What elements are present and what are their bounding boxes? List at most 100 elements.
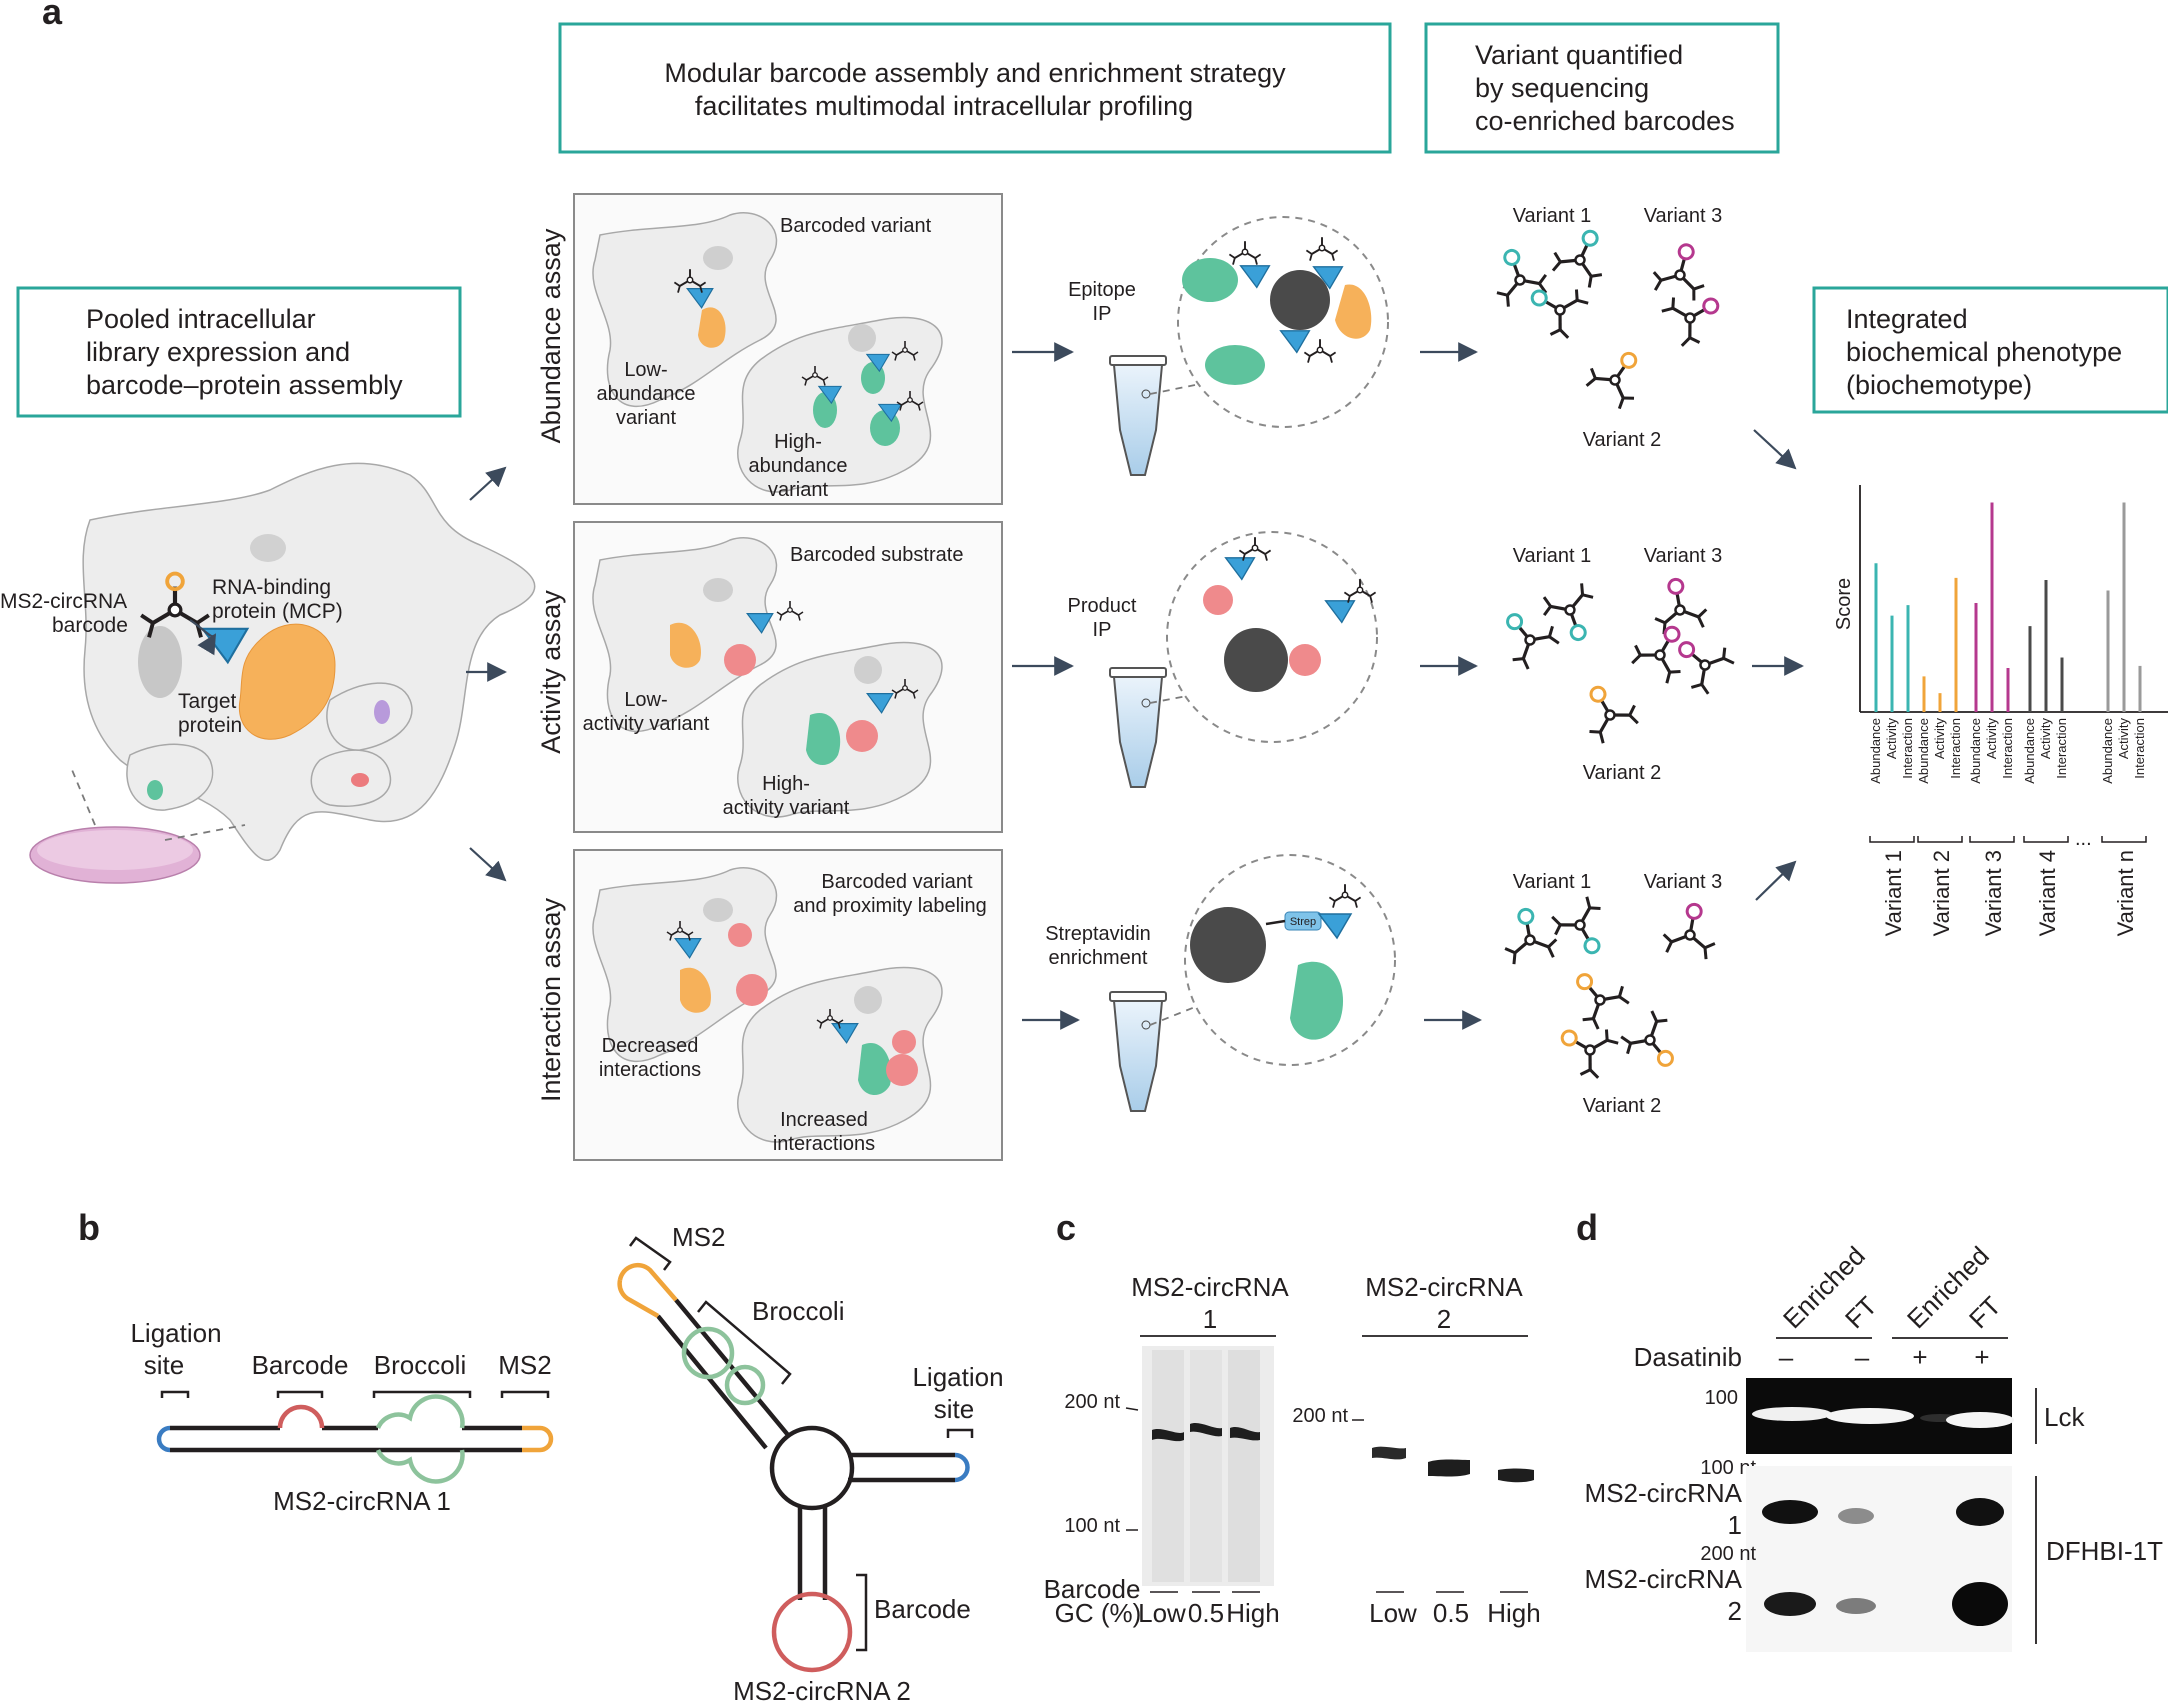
ip-abundance-1: Epitope xyxy=(1068,279,1136,301)
box-modular-line2: facilitates multimodal intracellular pro… xyxy=(695,91,1193,121)
abundance-high-3: variant xyxy=(768,479,828,501)
chart-cat-label: Abundance xyxy=(2022,718,2037,784)
box-modular: Modular barcode assembly and enrichment … xyxy=(558,22,1392,154)
variant3-label-r3: Variant 3 xyxy=(1644,871,1723,893)
c1-lane-05: 0.5 xyxy=(1188,1598,1224,1628)
strep-label: Strep xyxy=(1290,916,1316,928)
b1-ligation-2: site xyxy=(144,1350,184,1380)
variant1-label-r1: Variant 1 xyxy=(1513,205,1592,227)
variant3-label-r2: Variant 3 xyxy=(1644,545,1723,567)
panel-label-a: a xyxy=(42,0,63,32)
abundance-low-3: variant xyxy=(616,407,676,429)
chart-group-bracket xyxy=(2023,836,2069,843)
abundance-caption: Barcoded variant xyxy=(780,215,932,237)
c1-title-2: 1 xyxy=(1203,1304,1217,1334)
chart-cat-label: Activity xyxy=(2116,718,2131,760)
d-row1-2: 1 xyxy=(1728,1510,1742,1540)
box-pooled-line1: Pooled intracellular xyxy=(86,304,316,334)
chart-group-label: Variant n xyxy=(2113,850,2138,936)
zoom-abundance xyxy=(1177,216,1389,428)
activity-caption: Barcoded substrate xyxy=(790,544,963,566)
zoom-activity xyxy=(1166,531,1378,743)
variants-interaction: Variant 1 Variant 3 Variant 2 xyxy=(1499,871,1722,1117)
tube-interaction xyxy=(1109,991,1201,1112)
chart-cat-label: Abundance xyxy=(1916,718,1931,784)
c1-title-1: MS2-circRNA xyxy=(1131,1272,1289,1302)
d-marker-mid2: 200 nt xyxy=(1700,1543,1756,1565)
interaction-panel: Barcoded variant and proximity labeling … xyxy=(573,849,1003,1161)
b2-ms2: MS2 xyxy=(672,1222,725,1252)
abundance-panel: Barcoded variant Low- abundance variant … xyxy=(573,193,1003,505)
activity-high-1: High- xyxy=(762,773,810,795)
abundance-low-2: abundance xyxy=(597,383,696,405)
c2-lane-low: Low xyxy=(1369,1598,1417,1628)
box-quantified-line2: by sequencing xyxy=(1475,73,1649,103)
variant2-label-r1: Variant 2 xyxy=(1583,429,1662,451)
c2-title-1: MS2-circRNA xyxy=(1365,1272,1523,1302)
chart-group-label: Variant 3 xyxy=(1981,850,2006,936)
chart-cat-label: Activity xyxy=(1984,718,1999,760)
zoom-interaction: Strep xyxy=(1184,854,1396,1066)
d-header-ft-2: FT xyxy=(1963,1290,2007,1334)
label-rbp-1: RNA-binding xyxy=(212,576,331,599)
chart-group-bracket xyxy=(2101,836,2147,843)
chart-group-label: Variant 1 xyxy=(1881,850,1906,936)
d-row1-1: MS2-circRNA xyxy=(1585,1478,1743,1508)
d-label-dfhbi: DFHBI-1T xyxy=(2046,1536,2163,1566)
b2-barcode: Barcode xyxy=(874,1594,971,1624)
panel-label-c: c xyxy=(1056,1207,1076,1248)
ip-abundance-2: IP xyxy=(1093,303,1112,325)
chart-cat-label: Activity xyxy=(1884,718,1899,760)
variants-activity: Variant 1 Variant 3 Variant 2 xyxy=(1496,545,1740,784)
tube-abundance xyxy=(1109,355,1196,476)
c2-title-2: 2 xyxy=(1437,1304,1451,1334)
c1-axis-1: Barcode xyxy=(1044,1574,1141,1604)
chart-cat-label: Abundance xyxy=(1868,718,1883,784)
ms2-circrna-1-linear: Ligation site Barcode Broccoli MS2 MS2-c… xyxy=(130,1318,554,1516)
b1-ligation-1: Ligation xyxy=(130,1318,221,1348)
abundance-low-1: Low- xyxy=(624,359,667,381)
chart-ylabel: Score xyxy=(1833,578,1855,630)
activity-low-1: Low- xyxy=(624,689,667,711)
assay-title-activity: Activity assay xyxy=(536,590,566,754)
interaction-caption-2: and proximity labeling xyxy=(793,895,986,917)
box-integrated: Integrated biochemical phenotype (bioche… xyxy=(1812,286,2168,414)
chart-ellipsis: ... xyxy=(2075,828,2092,850)
chart-group-label: Variant 4 xyxy=(2035,850,2060,936)
b2-ligation-1: Ligation xyxy=(912,1362,1003,1392)
abundance-high-1: High- xyxy=(774,431,822,453)
c1-axis-2: GC (%) xyxy=(1055,1598,1142,1628)
d-treat-1: – xyxy=(1779,1342,1794,1372)
box-pooled-line3: barcode–protein assembly xyxy=(86,370,403,400)
chart-cat-label: Activity xyxy=(2038,718,2053,760)
interaction-low-1: Decreased xyxy=(602,1035,699,1057)
gel-c2: MS2-circRNA 2 200 nt Low 0.5 High xyxy=(1292,1272,1540,1628)
d-marker-mid1: 100 nt xyxy=(1700,1457,1756,1479)
chart-group-bracket xyxy=(1917,836,1963,843)
c1-marker-100: 100 nt xyxy=(1064,1515,1120,1537)
chart-cat-label: Interaction xyxy=(1900,718,1915,779)
ip-interaction-2: enrichment xyxy=(1049,947,1148,969)
variant1-label-r3: Variant 1 xyxy=(1513,871,1592,893)
label-ms2-barcode-1: MS2-circRNA xyxy=(0,590,127,613)
chart-group-label: Variant 2 xyxy=(1929,850,1954,936)
c1-lane-low: Low xyxy=(1138,1598,1186,1628)
box-quantified-line3: co-enriched barcodes xyxy=(1475,106,1735,136)
activity-high-2: activity variant xyxy=(723,797,850,819)
chart-group-bracket xyxy=(1969,836,2015,843)
d-row2-2: 2 xyxy=(1728,1596,1742,1626)
box-pooled: Pooled intracellular library expression … xyxy=(16,286,462,418)
ip-interaction-1: Streptavidin xyxy=(1045,923,1151,945)
chart-cat-label: Interaction xyxy=(1948,718,1963,779)
variant3-label-r1: Variant 3 xyxy=(1644,205,1723,227)
box-quantified-line1: Variant quantified xyxy=(1475,40,1683,70)
c2-marker-200: 200 nt xyxy=(1292,1405,1348,1427)
ip-activity-1: Product xyxy=(1068,595,1137,617)
box-integrated-line3: (biochemotype) xyxy=(1846,370,2032,400)
variant2-label-r3: Variant 2 xyxy=(1583,1095,1662,1117)
panel-label-d: d xyxy=(1576,1207,1598,1248)
b1-name: MS2-circRNA 1 xyxy=(273,1486,451,1516)
d-treatment-label: Dasatinib xyxy=(1634,1342,1742,1372)
